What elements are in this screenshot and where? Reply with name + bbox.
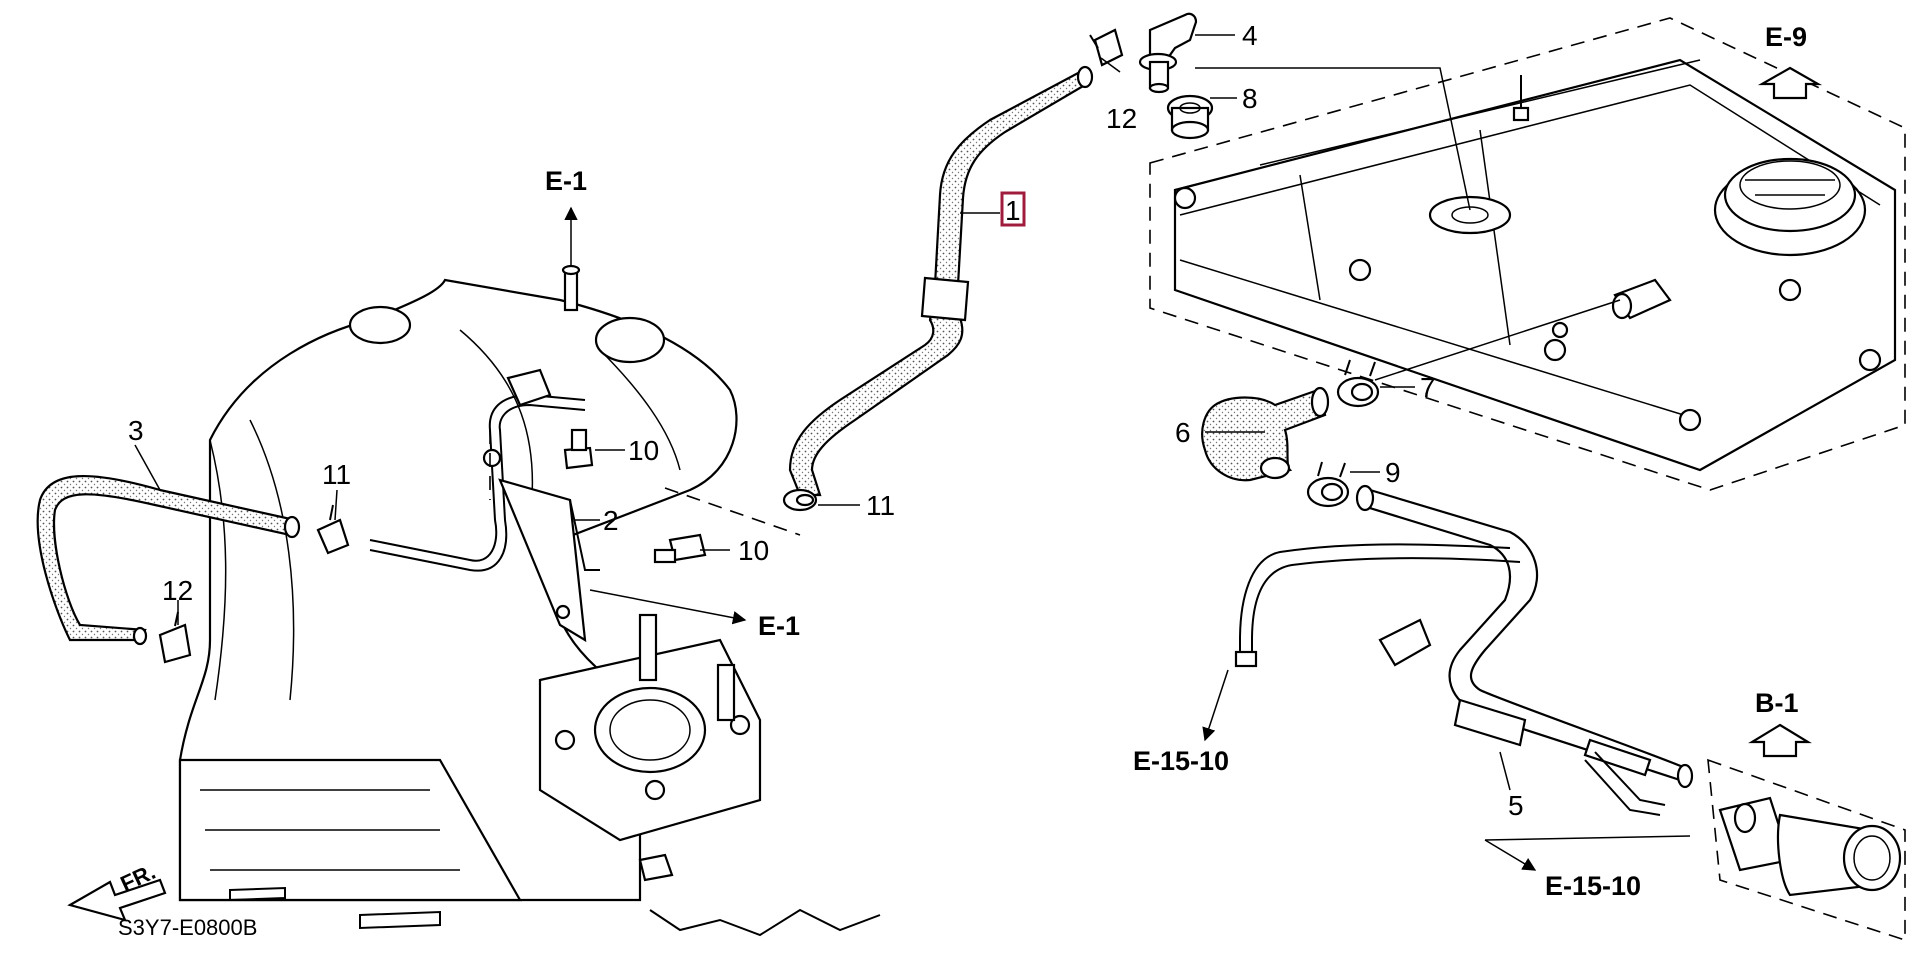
bolt-10-upper	[563, 428, 594, 470]
callout-2[interactable]: 2	[603, 505, 619, 536]
callout-8[interactable]: 8	[1242, 83, 1258, 114]
callout-12-top[interactable]: 12	[1106, 103, 1137, 134]
pcv-valve-4	[1138, 12, 1198, 94]
head-cover-group	[1149, 17, 1906, 491]
bolt-10-lower	[653, 533, 707, 564]
pipe-assembly-2	[369, 368, 600, 643]
clamp-11-left	[316, 504, 350, 555]
callout-11-left[interactable]: 11	[322, 459, 351, 490]
diagram-code: S3Y7-E0800B	[118, 915, 257, 940]
pipe-5	[1234, 484, 1694, 816]
e9-up-arrow	[1757, 66, 1823, 100]
clamp-11-middle	[782, 488, 818, 512]
ref-e15-left[interactable]: E-15-10	[1133, 746, 1229, 776]
callout-4[interactable]: 4	[1242, 20, 1258, 51]
callout-1[interactable]: 1	[1005, 195, 1021, 226]
clamp-12-left	[158, 611, 192, 664]
callout-3[interactable]: 3	[128, 415, 144, 446]
ref-e15-right[interactable]: E-15-10	[1545, 871, 1641, 901]
grommet-8	[1166, 94, 1214, 140]
callout-10-lower[interactable]: 10	[738, 535, 769, 566]
ref-e1-mid[interactable]: E-1	[758, 611, 800, 641]
callout-6[interactable]: 6	[1175, 417, 1191, 448]
ref-b1[interactable]: B-1	[1755, 688, 1799, 718]
ref-e9[interactable]: E-9	[1765, 22, 1807, 52]
callout-10-upper[interactable]: 10	[628, 435, 659, 466]
callout-12-left[interactable]: 12	[162, 575, 193, 606]
elbow-hose-6	[1201, 386, 1330, 482]
callout-11-middle[interactable]: 11	[866, 490, 895, 521]
ref-e1-top[interactable]: E-1	[545, 166, 587, 196]
highlight-box-1	[1000, 191, 1026, 227]
fitting-b1-group	[1707, 758, 1906, 942]
breather-hose-1	[788, 65, 1094, 497]
b1-up-arrow	[1748, 723, 1812, 758]
callout-5[interactable]: 5	[1508, 790, 1524, 821]
leader-lines	[134, 34, 1691, 871]
intake-manifold-group	[178, 278, 801, 902]
callout-7[interactable]: 7	[1420, 372, 1436, 403]
clamp-7	[1336, 359, 1380, 408]
bottom-detail	[67, 878, 881, 937]
hose-3	[36, 474, 301, 646]
callout-9[interactable]: 9	[1385, 457, 1401, 488]
bolt-top-e1	[561, 264, 581, 312]
clamp-9	[1306, 461, 1350, 508]
clamp-12-top	[1089, 28, 1124, 67]
